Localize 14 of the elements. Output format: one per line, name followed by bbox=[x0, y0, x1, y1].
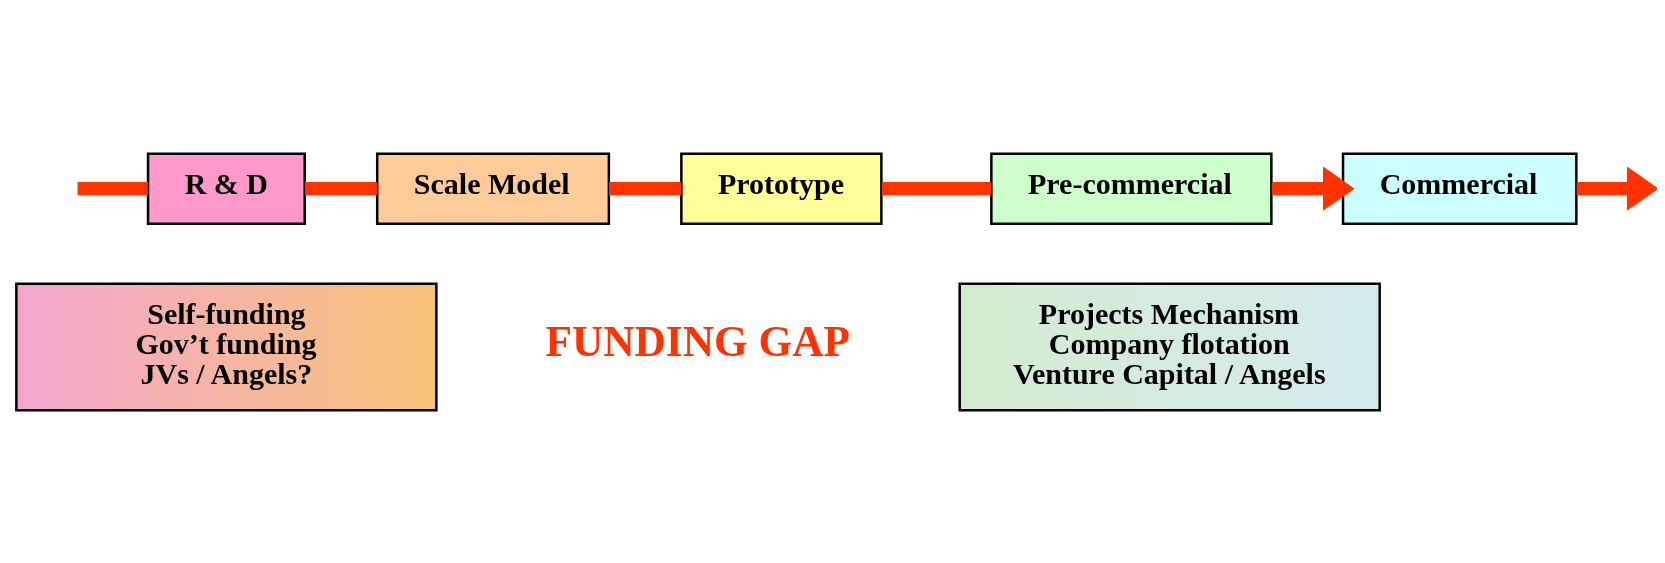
connector bbox=[305, 181, 377, 195]
node-box: R & D bbox=[146, 151, 306, 225]
node-box: Projects Mechanism Company flotation Venture Capital / Angels bbox=[958, 281, 1381, 412]
node-box: Self-funding Gov’t funding JVs / Angels? bbox=[15, 281, 438, 412]
node-box: Scale Model bbox=[375, 151, 611, 225]
connector bbox=[881, 181, 991, 195]
node-box: Commercial bbox=[1341, 151, 1578, 225]
arrow bbox=[1576, 166, 1657, 211]
connector bbox=[77, 181, 148, 195]
label: FUNDING GAP bbox=[545, 316, 851, 365]
node-box: Prototype bbox=[680, 151, 883, 225]
node-box: Pre-commercial bbox=[990, 151, 1273, 225]
connector bbox=[609, 181, 682, 195]
arrow bbox=[1271, 166, 1355, 211]
